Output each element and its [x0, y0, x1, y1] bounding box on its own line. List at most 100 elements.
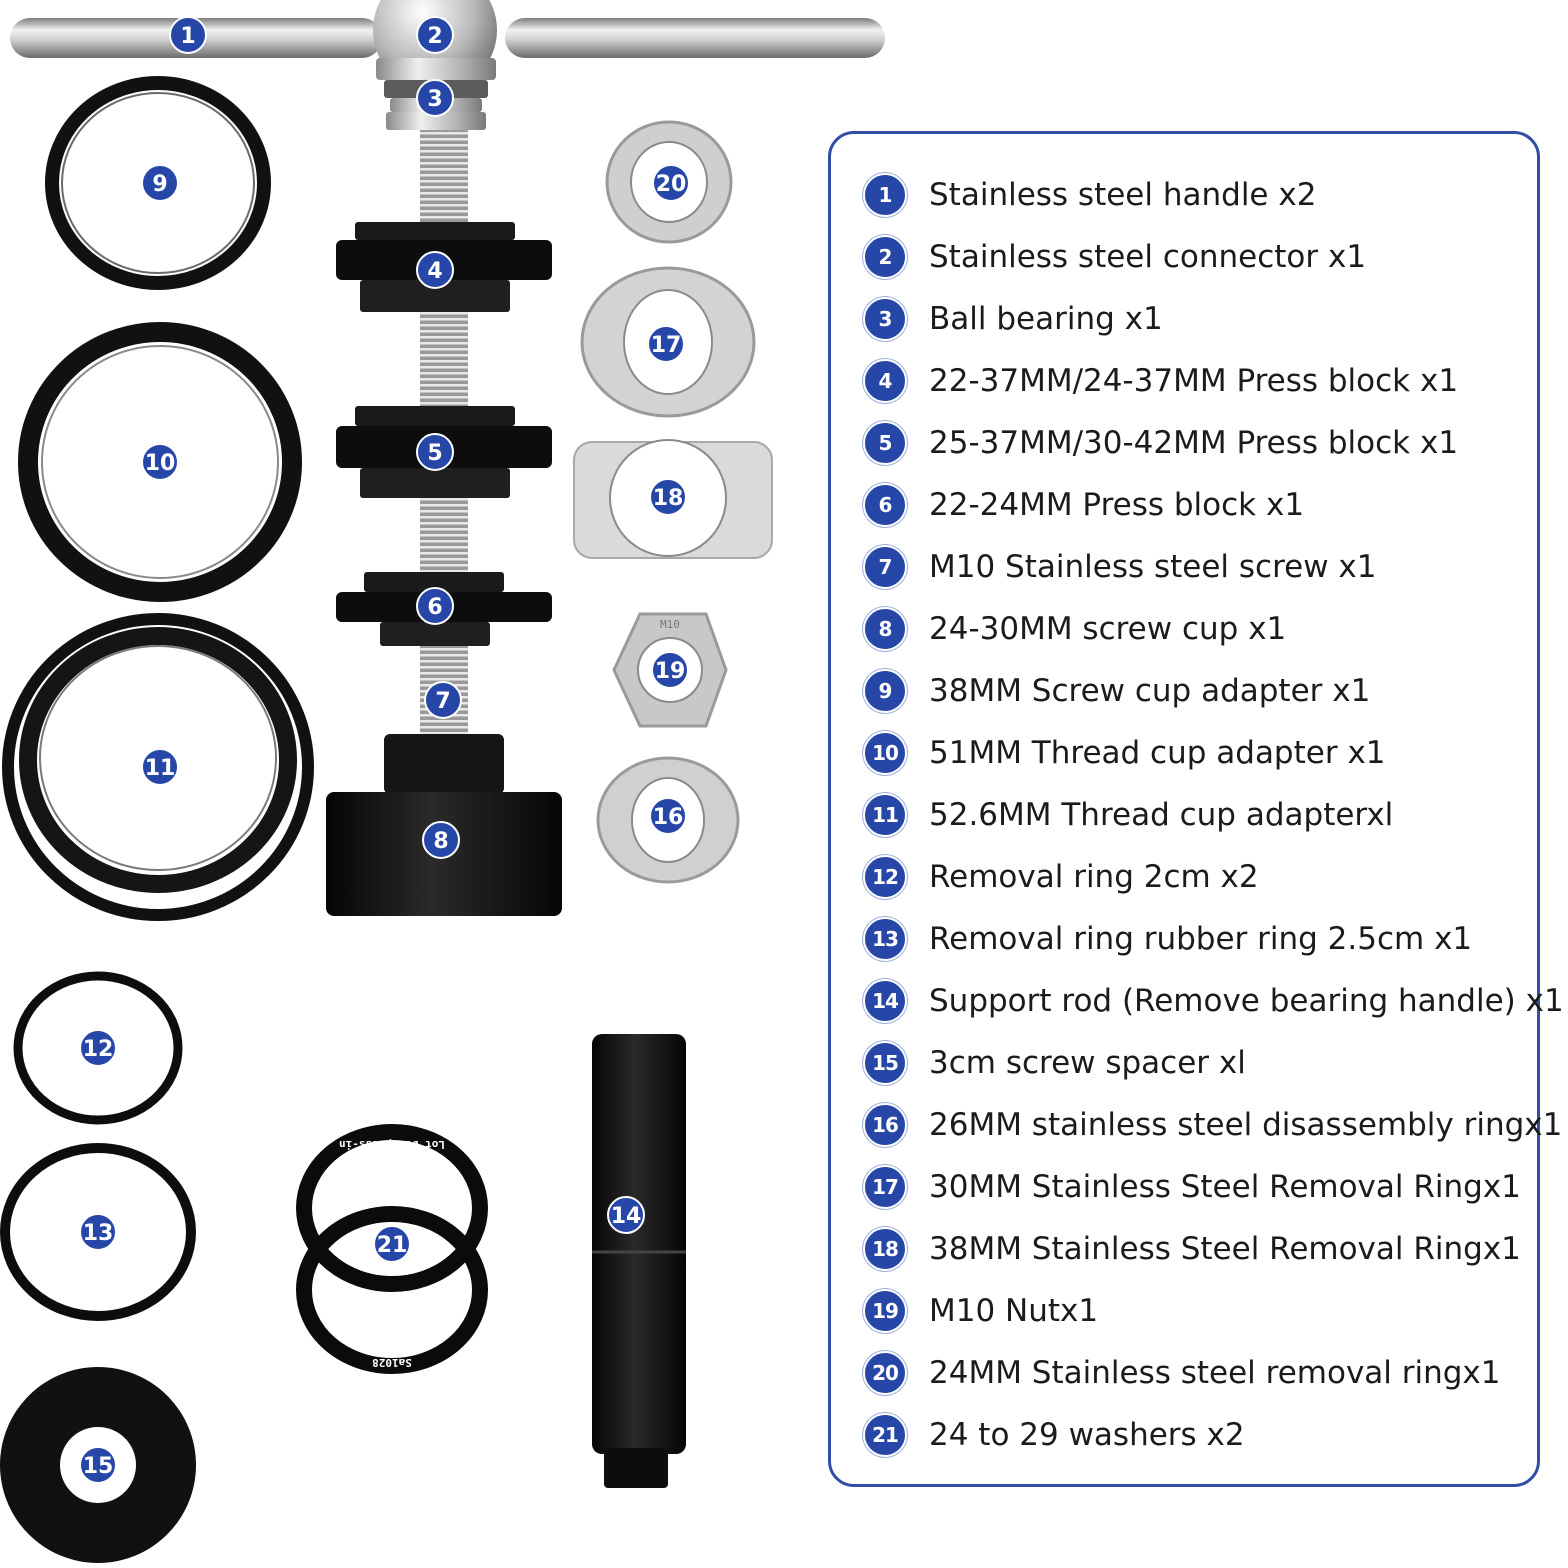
badge-15: 15	[79, 1446, 117, 1484]
washers-24-29: Lot DUB press-in Sa1028	[296, 1124, 488, 1374]
badge-16: 16	[649, 797, 687, 835]
washer-print-bottom: Sa1028	[372, 1356, 412, 1369]
badge-12: 12	[79, 1029, 117, 1067]
badge-3: 3	[416, 79, 454, 117]
legend-number-badge: 8	[863, 607, 907, 651]
legend-number-badge: 2	[863, 235, 907, 279]
washer-print-top: Lot DUB press-in	[339, 1138, 445, 1151]
legend-item: 15 3cm screw spacer xl	[863, 1040, 1246, 1086]
legend-label: 38MM Screw cup adapter x1	[929, 673, 1371, 709]
thread-cup-adapter-51mm	[18, 322, 302, 602]
legend-label: M10 Nutx1	[929, 1293, 1099, 1329]
badge-21: 21	[373, 1225, 411, 1263]
legend-number-badge: 20	[863, 1351, 907, 1395]
svg-text:4: 4	[427, 259, 442, 284]
svg-text:17: 17	[651, 333, 682, 358]
badge-10: 10	[141, 443, 179, 481]
legend-item: 8 24-30MM screw cup x1	[863, 606, 1286, 652]
legend-number-badge: 18	[863, 1227, 907, 1271]
legend-label: 25-37MM/30-42MM Press block x1	[929, 425, 1459, 461]
legend-item: 1 Stainless steel handle x2	[863, 172, 1316, 218]
badge-1: 1	[169, 16, 207, 54]
legend-item: 6 22-24MM Press block x1	[863, 482, 1304, 528]
legend-label: Stainless steel handle x2	[929, 177, 1317, 213]
legend-item: 11 52.6MM Thread cup adapterxl	[863, 792, 1393, 838]
legend-number-badge: 4	[863, 359, 907, 403]
svg-text:20: 20	[656, 172, 687, 197]
svg-text:19: 19	[655, 659, 686, 684]
legend-item: 19 M10 Nutx1	[863, 1288, 1098, 1334]
badge-17: 17	[647, 325, 685, 363]
legend-item: 16 26MM stainless steel disassembly ringx…	[863, 1102, 1562, 1148]
svg-text:14: 14	[611, 1204, 642, 1229]
legend-item: 17 30MM Stainless Steel Removal Ringx1	[863, 1164, 1521, 1210]
legend-number-badge: 3	[863, 297, 907, 341]
svg-text:10: 10	[145, 451, 176, 476]
legend-number-badge: 1	[863, 173, 907, 217]
legend-label: Support rod (Remove bearing handle) x1	[929, 983, 1564, 1019]
legend-number-badge: 5	[863, 421, 907, 465]
svg-text:15: 15	[83, 1454, 114, 1479]
legend-label: M10 Stainless steel screw x1	[929, 549, 1377, 585]
legend-label: 24-30MM screw cup x1	[929, 611, 1287, 647]
badge-19: 19	[651, 651, 689, 689]
legend-number-badge: 15	[863, 1041, 907, 1085]
svg-text:3: 3	[427, 87, 442, 112]
svg-text:21: 21	[377, 1233, 408, 1258]
legend-number-badge: 19	[863, 1289, 907, 1333]
legend-number-badge: 12	[863, 855, 907, 899]
legend-label: 26MM stainless steel disassembly ringx1	[929, 1107, 1563, 1143]
legend-label: 3cm screw spacer xl	[929, 1045, 1246, 1081]
legend-item: 12 Removal ring 2cm x2	[863, 854, 1259, 900]
legend-item: 3 Ball bearing x1	[863, 296, 1163, 342]
badge-7: 7	[424, 681, 462, 719]
legend-label: 22-24MM Press block x1	[929, 487, 1305, 523]
legend-number-badge: 13	[863, 917, 907, 961]
legend-label: 24 to 29 washers x2	[929, 1417, 1245, 1453]
legend-number-badge: 9	[863, 669, 907, 713]
legend-item: 21 24 to 29 washers x2	[863, 1412, 1245, 1458]
legend-item: 2 Stainless steel connector x1	[863, 234, 1366, 280]
svg-text:12: 12	[83, 1037, 114, 1062]
support-rod	[592, 1034, 686, 1488]
parts-legend: 1 Stainless steel handle x2 2 Stainless st…	[828, 131, 1564, 1487]
badge-6: 6	[416, 587, 454, 625]
svg-text:1: 1	[180, 24, 195, 49]
svg-text:5: 5	[427, 441, 442, 466]
legend-label: 24MM Stainless steel removal ringx1	[929, 1355, 1501, 1391]
badge-11: 11	[141, 748, 179, 786]
legend-item: 20 24MM Stainless steel removal ringx1	[863, 1350, 1501, 1396]
legend-label: Removal ring 2cm x2	[929, 859, 1259, 895]
svg-text:9: 9	[152, 172, 167, 197]
legend-label: Ball bearing x1	[929, 301, 1163, 337]
legend-number-badge: 11	[863, 793, 907, 837]
legend-label: 30MM Stainless Steel Removal Ringx1	[929, 1169, 1521, 1205]
badge-5: 5	[416, 433, 454, 471]
nut-print: M10	[660, 618, 680, 631]
part-badges: 1 2 3 4 5 6 7 8 9 10 11 12 13 14 15 16 1…	[79, 16, 690, 1484]
legend-item: 5 25-37MM/30-42MM Press block x1	[863, 420, 1458, 466]
badge-2: 2	[416, 16, 454, 54]
legend-number-badge: 10	[863, 731, 907, 775]
legend-number-badge: 16	[863, 1103, 907, 1147]
badge-4: 4	[416, 251, 454, 289]
svg-text:13: 13	[83, 1221, 114, 1246]
legend-number-badge: 21	[863, 1413, 907, 1457]
legend-label: 52.6MM Thread cup adapterxl	[929, 797, 1394, 833]
legend-label: Stainless steel connector x1	[929, 239, 1367, 275]
legend-number-badge: 6	[863, 483, 907, 527]
legend-label: 38MM Stainless Steel Removal Ringx1	[929, 1231, 1521, 1267]
badge-13: 13	[79, 1213, 117, 1251]
screw-cup-adapter-38mm	[45, 76, 271, 290]
svg-text:16: 16	[653, 805, 684, 830]
legend-item: 18 38MM Stainless Steel Removal Ringx1	[863, 1226, 1521, 1272]
svg-text:11: 11	[145, 756, 176, 781]
svg-text:6: 6	[427, 595, 442, 620]
legend-number-badge: 17	[863, 1165, 907, 1209]
badge-18: 18	[649, 478, 687, 516]
